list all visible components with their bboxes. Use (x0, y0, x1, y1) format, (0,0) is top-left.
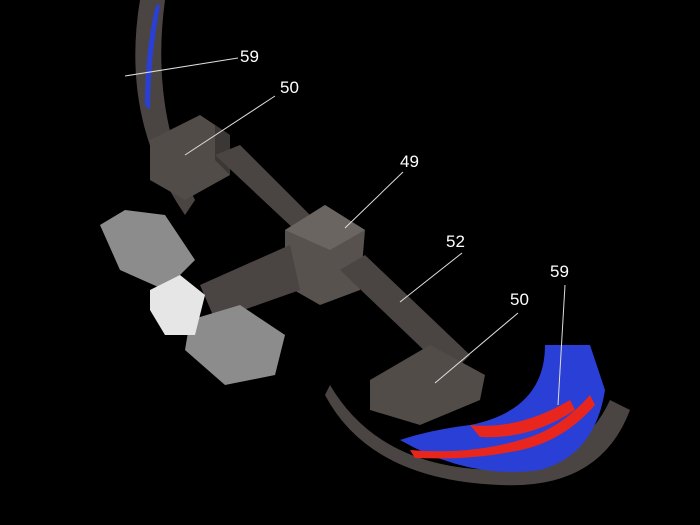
leader-line (399, 252, 463, 303)
leader-line (434, 312, 519, 384)
connector-beam (215, 145, 310, 230)
callout-label: 52 (446, 232, 465, 251)
leader-line (344, 171, 404, 229)
left-gray-cap-upper (100, 210, 195, 290)
leader-lines (124, 57, 566, 406)
leader-line (124, 57, 239, 77)
left-arm (200, 245, 300, 320)
lower-band-red (410, 395, 595, 459)
callout-label: 49 (400, 152, 419, 171)
leader-line (184, 95, 276, 156)
callout-label: 59 (240, 47, 259, 66)
main-beam (340, 255, 470, 375)
callout-label: 59 (550, 262, 569, 281)
leader-line (557, 284, 566, 406)
callout-label: 50 (280, 78, 299, 97)
lower-band-blue (400, 345, 605, 472)
white-clip (150, 275, 205, 335)
upper-bracket (150, 115, 230, 200)
upper-band-blue-stripe (145, 5, 160, 110)
callout-label: 50 (510, 290, 529, 309)
left-gray-cap-lower (185, 305, 285, 385)
